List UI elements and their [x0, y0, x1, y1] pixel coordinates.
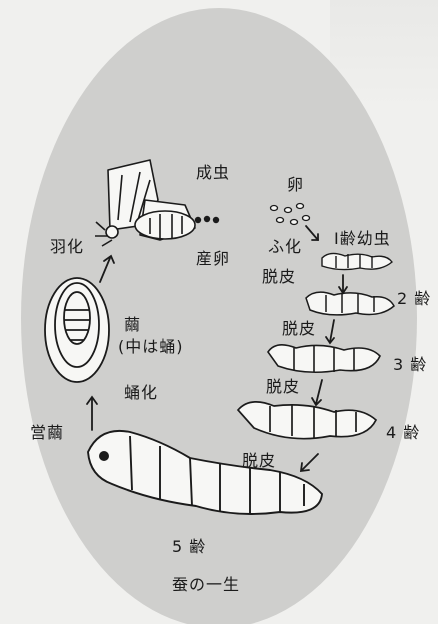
label-molt-3: 脱皮 [266, 378, 300, 396]
label-molt-4: 脱皮 [242, 452, 276, 470]
label-spinning: 営繭 [30, 424, 64, 442]
label-instar-3: 3 齢 [393, 356, 427, 374]
label-adult: 成虫 [196, 164, 230, 182]
larva-instar-1-illustration [322, 253, 392, 269]
label-hatching: ふ化 [268, 238, 302, 256]
laid-eggs-dots [195, 216, 219, 223]
label-molt-2: 脱皮 [282, 320, 316, 338]
label-laying: 産卵 [196, 250, 230, 268]
label-pupation: 蛹化 [124, 384, 158, 402]
label-cocoon: 繭 [124, 316, 141, 334]
cocoon-illustration [45, 278, 109, 382]
larva-instar-3-illustration [268, 345, 380, 372]
label-emergence: 羽化 [50, 238, 84, 256]
label-instar-4: 4 齢 [386, 424, 420, 442]
label-egg: 卵 [287, 176, 304, 194]
label-molt-1: 脱皮 [262, 268, 296, 286]
label-instar-2: 2 齢 [397, 290, 431, 308]
diagram-title: 蚕の一生 [172, 576, 240, 594]
label-instar-1: Ⅰ齢幼虫 [334, 230, 391, 248]
label-instar-5: 5 齢 [172, 538, 206, 556]
label-cocoon-note: (中は蛹) [118, 338, 184, 356]
